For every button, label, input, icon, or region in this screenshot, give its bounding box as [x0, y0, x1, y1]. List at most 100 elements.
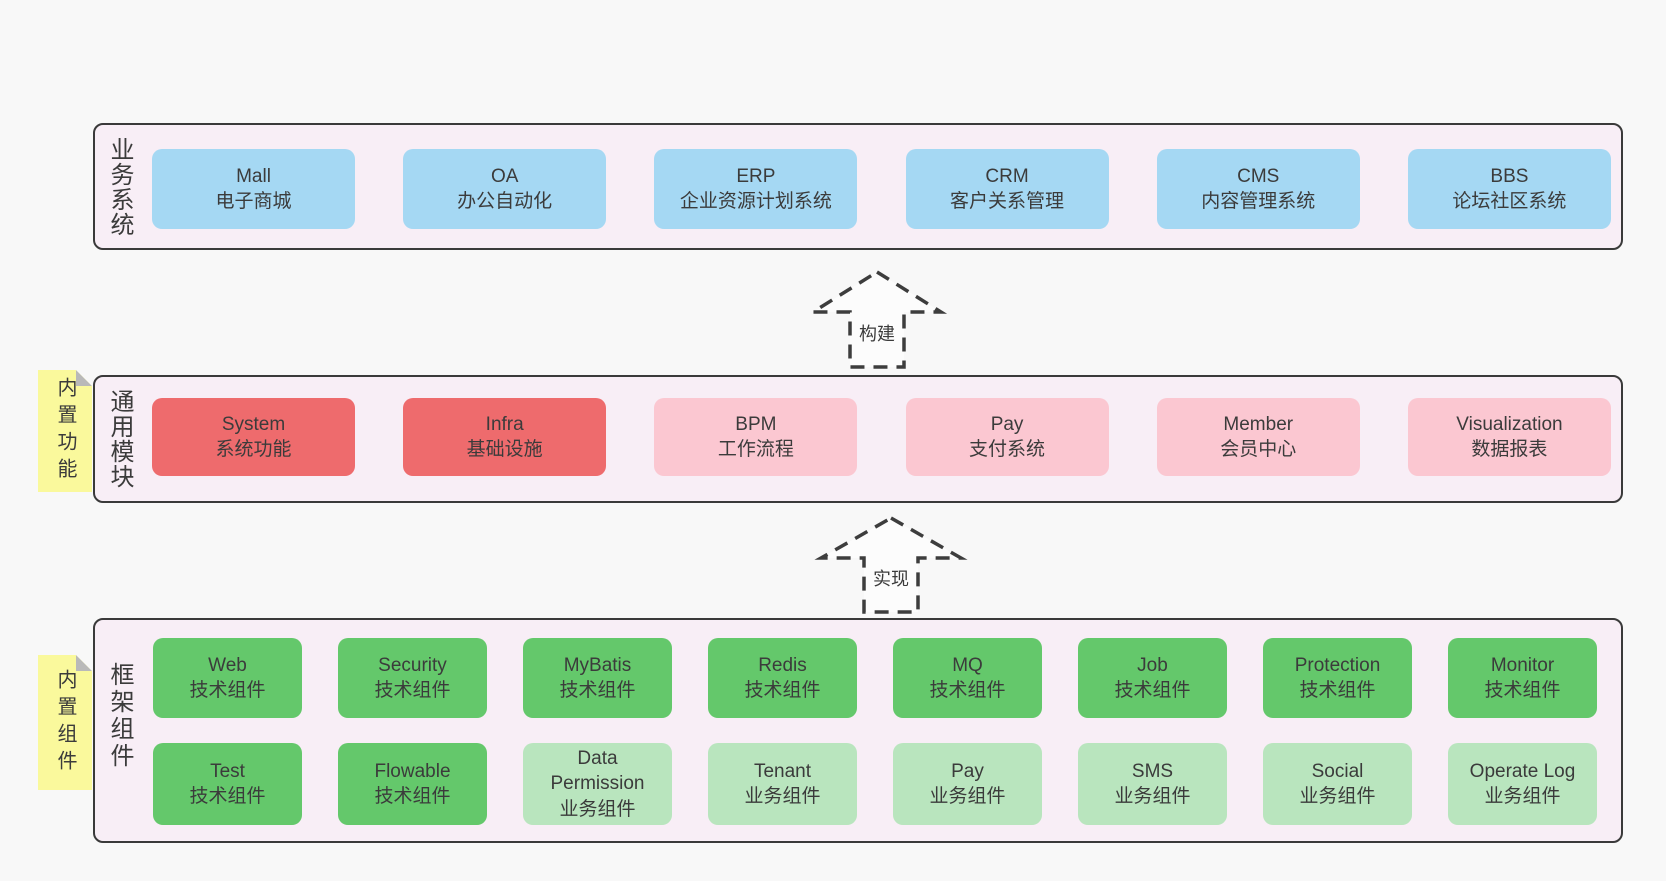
layer-label-common-modules: 通用模块 [106, 389, 133, 489]
box-title: OA [490, 165, 519, 187]
box-monitor: Monitor 技术组件 [1448, 638, 1597, 718]
arrow-implement-label: 实现 [868, 564, 914, 592]
box-subtitle: 业务组件 [929, 786, 1006, 807]
box-title: Visualization [1456, 413, 1563, 435]
box-subtitle: 技术组件 [929, 680, 1006, 701]
box-subtitle: 技术组件 [744, 680, 821, 701]
sticky-note-builtin-components: 内置组件 [38, 655, 92, 790]
box-subtitle: 数据报表 [1471, 439, 1548, 460]
box-infra: Infra 基础设施 [403, 398, 607, 476]
box-title: Social [1311, 760, 1364, 782]
layer-framework-components: 框架组件 Web 技术组件 Security 技术组件 MyBatis 技术组件… [93, 618, 1623, 843]
box-tenant: Tenant 业务组件 [708, 743, 857, 825]
box-title: CMS [1237, 165, 1280, 187]
box-title: Monitor [1490, 654, 1555, 676]
box-subtitle: 办公自动化 [457, 191, 553, 212]
box-mybatis: MyBatis 技术组件 [523, 638, 672, 718]
box-subtitle: 会员中心 [1220, 439, 1297, 460]
box-subtitle: 内容管理系统 [1201, 191, 1316, 212]
box-sms: SMS 业务组件 [1078, 743, 1227, 825]
box-system: System 系统功能 [152, 398, 355, 476]
box-title: Data Permission [550, 748, 645, 795]
box-title: Protection [1294, 654, 1381, 676]
box-title: Infra [485, 413, 524, 435]
box-subtitle: 业务组件 [1484, 786, 1561, 807]
box-title: BBS [1490, 165, 1529, 187]
box-subtitle: 基础设施 [466, 439, 543, 460]
box-subtitle: 技术组件 [1299, 680, 1376, 701]
box-row: Web 技术组件 Security 技术组件 MyBatis 技术组件 Redi… [153, 638, 1597, 718]
box-redis: Redis 技术组件 [708, 638, 857, 718]
box-subtitle: 论坛社区系统 [1452, 191, 1567, 212]
box-title: Flowable [374, 760, 451, 782]
box-web: Web 技术组件 [153, 638, 302, 718]
box-title: SMS [1131, 760, 1174, 782]
box-title: ERP [736, 165, 776, 187]
box-subtitle: 业务组件 [559, 798, 636, 820]
box-row: System 系统功能 Infra 基础设施 BPM 工作流程 Pay 支付系统… [152, 398, 1611, 476]
box-title: CRM [985, 165, 1029, 187]
box-title: Member [1223, 413, 1294, 435]
box-mq: MQ 技术组件 [893, 638, 1042, 718]
box-erp: ERP 企业资源计划系统 [654, 149, 858, 229]
sticky-note-label: 内置组件 [54, 668, 76, 777]
box-title: Pay [990, 413, 1024, 435]
box-pay: Pay 业务组件 [893, 743, 1042, 825]
box-subtitle: 技术组件 [374, 786, 451, 807]
box-subtitle: 客户关系管理 [950, 191, 1065, 212]
sticky-note-label: 内置功能 [54, 377, 76, 485]
sticky-note-builtin-features: 内置功能 [38, 370, 92, 492]
layer-label-framework-components: 框架组件 [106, 662, 133, 770]
box-subtitle: 系统功能 [215, 439, 292, 460]
box-title: Operate Log [1469, 760, 1576, 782]
box-title: Tenant [753, 760, 812, 782]
box-security: Security 技术组件 [338, 638, 487, 718]
box-title: Test [210, 760, 245, 782]
arrow-build-label: 构建 [854, 319, 900, 347]
box-subtitle: 技术组件 [189, 786, 266, 807]
box-pay: Pay 支付系统 [905, 398, 1109, 476]
box-title: Job [1137, 654, 1168, 676]
box-title: Web [208, 654, 247, 676]
box-oa: OA 办公自动化 [403, 149, 607, 229]
box-flowable: Flowable 技术组件 [338, 743, 487, 825]
note-fold-corner-icon [76, 370, 92, 386]
box-subtitle: 业务组件 [744, 786, 821, 807]
box-bbs: BBS 论坛社区系统 [1407, 149, 1611, 229]
box-social: Social 业务组件 [1263, 743, 1412, 825]
box-subtitle: 工作流程 [717, 439, 794, 460]
box-subtitle: 业务组件 [1299, 786, 1376, 807]
box-subtitle: 电子商城 [215, 191, 292, 212]
box-title: Pay [951, 760, 984, 782]
box-visualization: Visualization 数据报表 [1407, 398, 1611, 476]
box-title: Security [378, 654, 447, 676]
box-cms: CMS 内容管理系统 [1156, 149, 1360, 229]
box-title: Mall [236, 165, 271, 187]
box-operate-log: Operate Log 业务组件 [1448, 743, 1597, 825]
box-subtitle: 技术组件 [374, 680, 451, 701]
box-test: Test 技术组件 [153, 743, 302, 825]
box-crm: CRM 客户关系管理 [905, 149, 1109, 229]
box-protection: Protection 技术组件 [1263, 638, 1412, 718]
note-fold-corner-icon [76, 655, 92, 671]
box-subtitle: 企业资源计划系统 [679, 191, 832, 212]
box-title: System [221, 413, 286, 435]
box-data-permission: Data Permission 业务组件 [523, 743, 672, 825]
box-member: Member 会员中心 [1156, 398, 1360, 476]
box-bpm: BPM 工作流程 [654, 398, 858, 476]
layer-business-systems: 业务系统 Mall 电子商城 OA 办公自动化 ERP 企业资源计划系统 CRM… [93, 123, 1623, 250]
box-subtitle: 技术组件 [189, 680, 266, 701]
box-row: Test 技术组件 Flowable 技术组件 Data Permission … [153, 743, 1597, 825]
box-title: MyBatis [563, 654, 632, 676]
box-title: MQ [952, 654, 983, 676]
box-subtitle: 技术组件 [559, 680, 636, 701]
layer-label-business-systems: 业务系统 [106, 136, 133, 237]
box-job: Job 技术组件 [1078, 638, 1227, 718]
layer-common-modules: 通用模块 System 系统功能 Infra 基础设施 BPM 工作流程 Pay… [93, 375, 1623, 503]
box-subtitle: 业务组件 [1114, 786, 1191, 807]
box-subtitle: 技术组件 [1114, 680, 1191, 701]
box-subtitle: 技术组件 [1484, 680, 1561, 701]
box-row: Mall 电子商城 OA 办公自动化 ERP 企业资源计划系统 CRM 客户关系… [152, 149, 1611, 229]
box-title: Redis [758, 654, 807, 676]
